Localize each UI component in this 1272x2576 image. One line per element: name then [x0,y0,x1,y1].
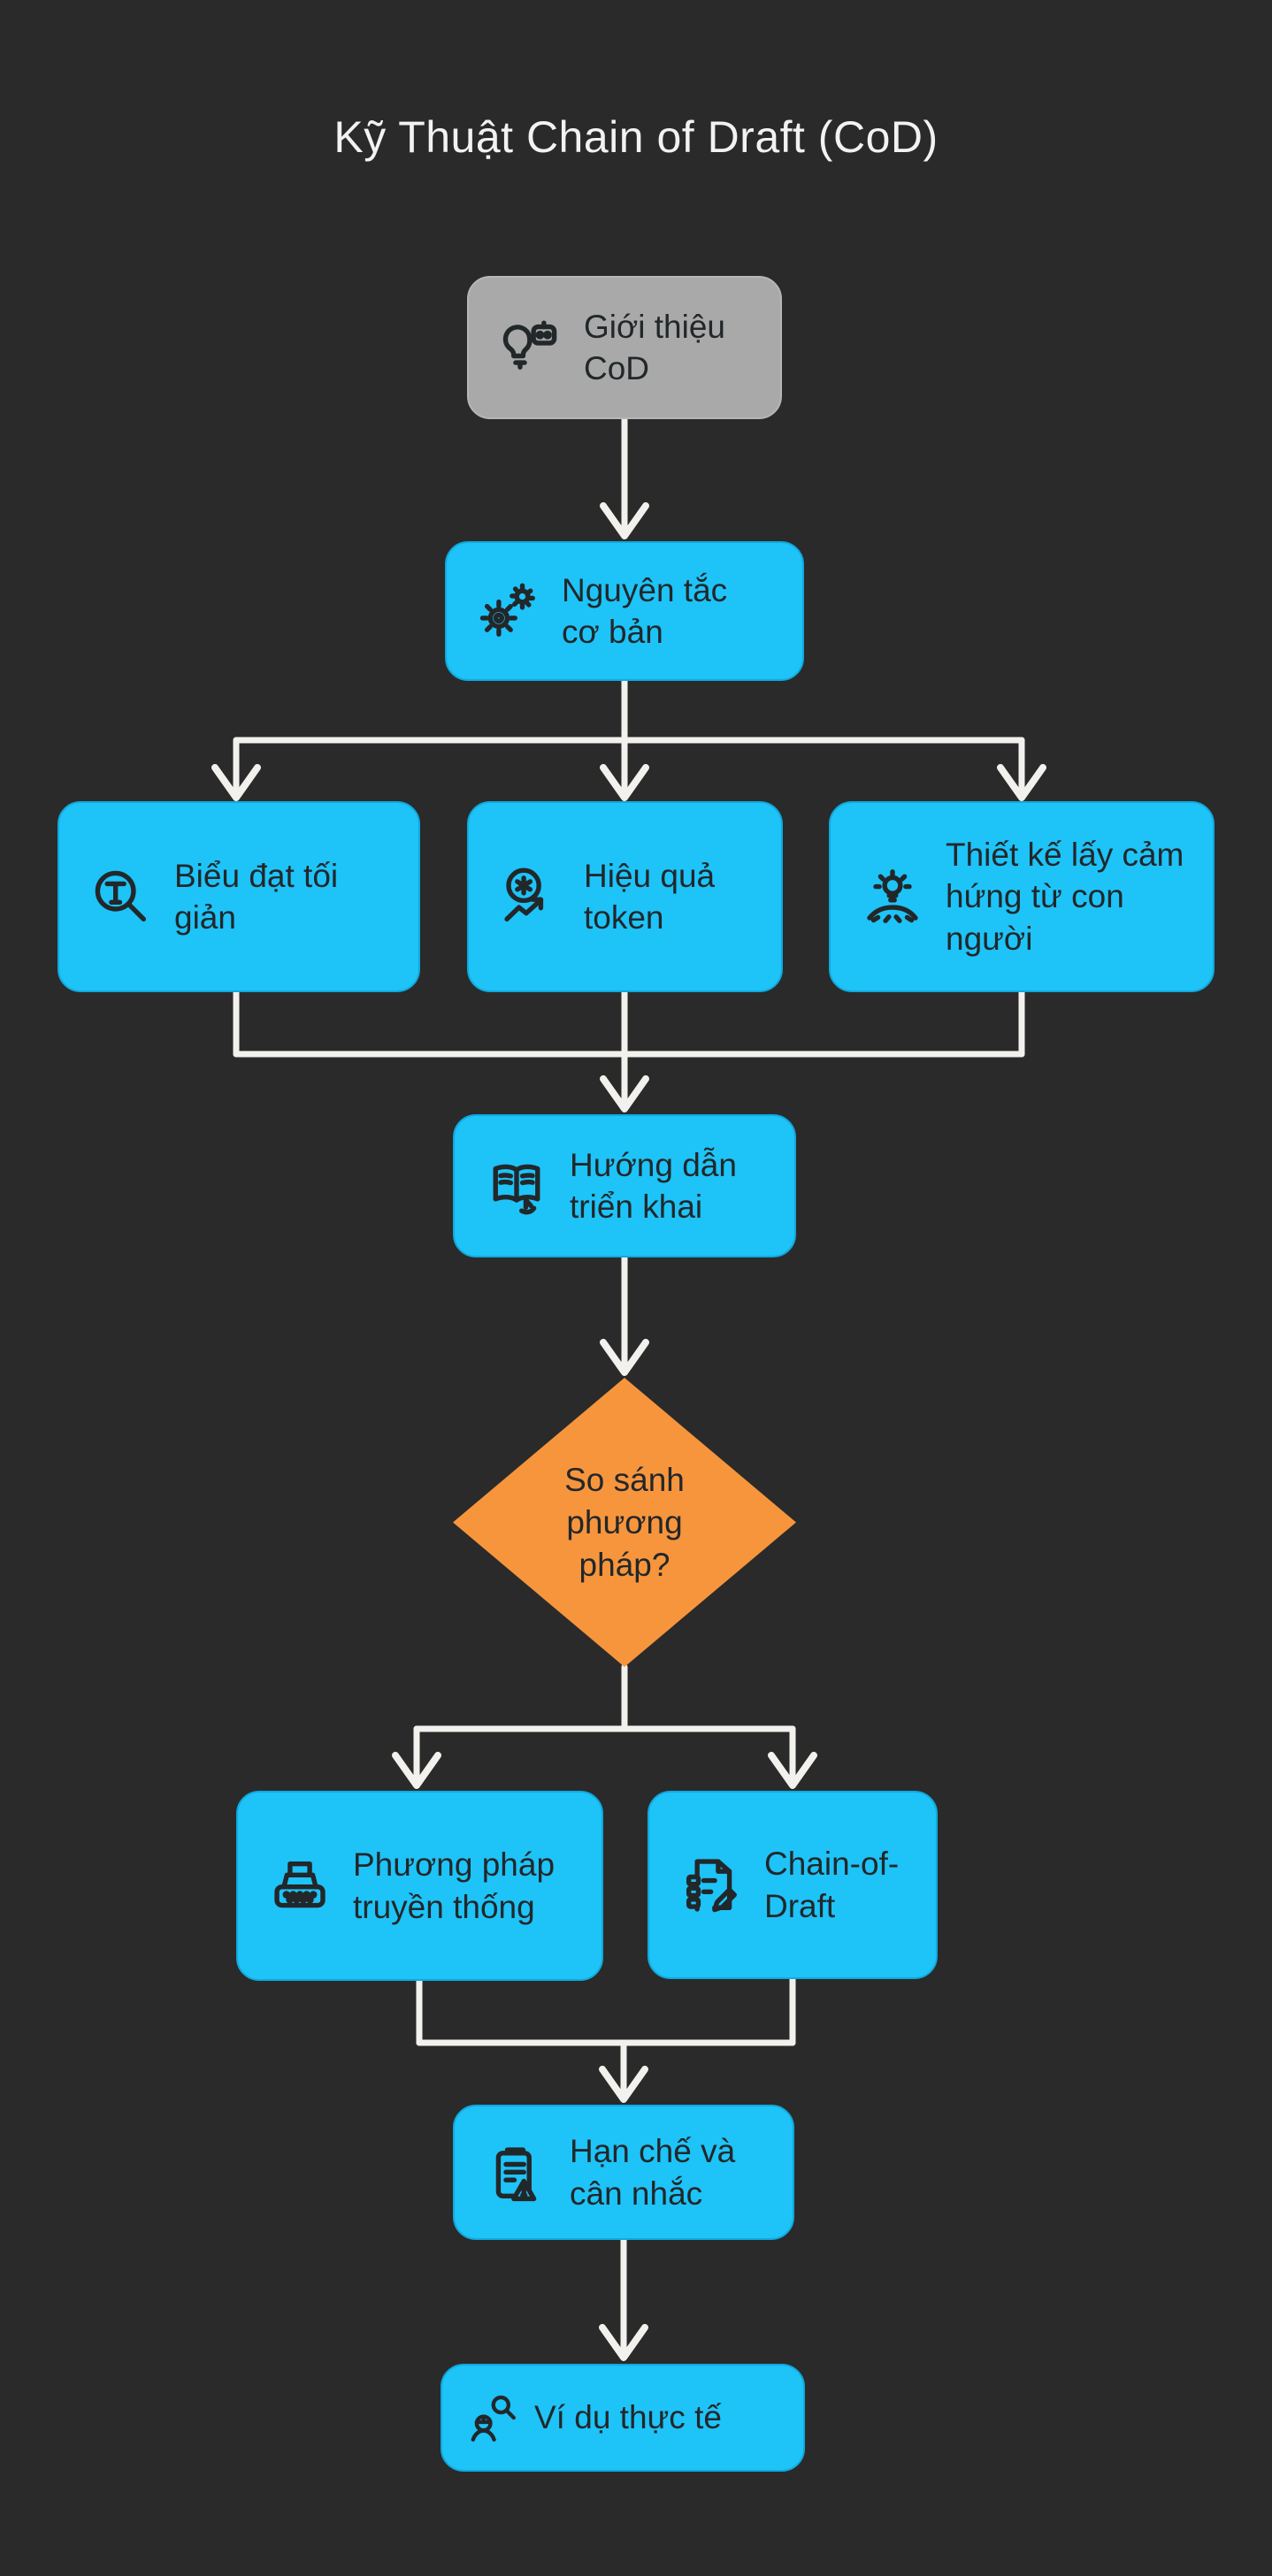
node-chain-of-draft: Chain-of-Draft [647,1791,938,1979]
node-label: Thiết kế lấy cảm hứng từ con người [946,836,1184,957]
node-label: Ví dụ thực tế [534,2399,722,2436]
node-real-examples: Ví dụ thực tế [441,2364,805,2472]
node-implementation-guide: Hướng dẫn triển khai [453,1114,796,1257]
engineer-search-icon [465,2390,520,2445]
node-compare-decision: So sánh phương pháp? [453,1378,796,1667]
gears-icon [475,577,542,645]
node-principles: Nguyên tắc cơ bản [445,541,804,681]
node-label: Hướng dẫn triển khai [570,1146,737,1225]
node-label: Giới thiệu CoD [584,308,725,386]
typewriter-icon [266,1853,333,1920]
node-human-inspired-design: Thiết kế lấy cảm hứng từ con người [829,801,1215,992]
lightbulb-robot-icon [497,314,564,381]
node-label: Biểu đạt tối giản [174,857,339,936]
clipboard-warning-icon [483,2139,550,2206]
node-label: Nguyên tắc cơ bản [562,571,728,650]
node-traditional-method: Phương pháp truyền thống [236,1791,603,1981]
node-label: Chain-of-Draft [764,1846,900,1924]
inspiration-hands-icon [859,863,926,930]
arrowhead-chevrons [211,502,1046,2361]
node-label: Hiệu quả token [584,857,716,936]
node-intro-cod: Giới thiệu CoD [467,276,782,419]
token-trend-icon [497,863,564,930]
magnifier-text-icon [88,863,155,930]
node-minimal-expression: Biểu đạt tối giản [57,801,420,992]
node-label: Hạn chế và cân nhắc [570,2133,736,2212]
node-token-efficiency: Hiệu quả token [467,801,783,992]
node-limitations: Hạn chế và cân nhắc [453,2105,794,2240]
node-label: Phương pháp truyền thống [353,1846,556,1925]
draft-document-pencil-icon [678,1852,745,1919]
node-label: So sánh phương pháp? [564,1461,685,1583]
diagram-title: Kỹ Thuật Chain of Draft (CoD) [333,112,939,162]
open-book-hand-icon [483,1152,550,1219]
